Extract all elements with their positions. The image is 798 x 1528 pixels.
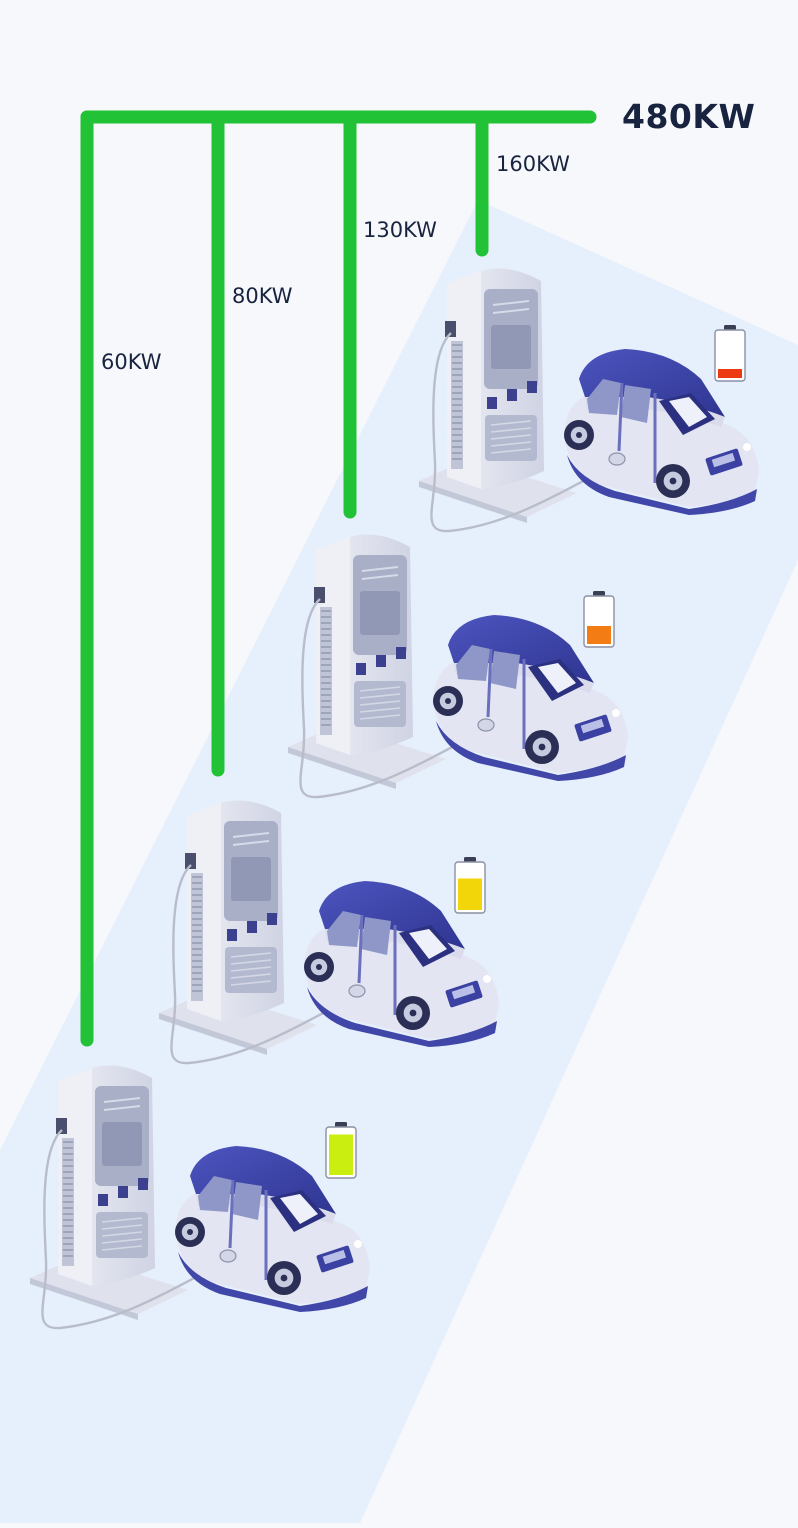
total-power-label: 480KW <box>622 97 756 136</box>
battery-icon <box>714 325 746 382</box>
branch-label-80kw: 80KW <box>232 284 293 308</box>
battery-icon <box>325 1122 357 1179</box>
battery-fill-2 <box>458 878 482 910</box>
electric-car <box>433 615 628 781</box>
charger <box>288 534 491 799</box>
charger <box>419 268 622 533</box>
electric-car <box>304 881 499 1047</box>
branch-label-160kw: 160KW <box>496 152 570 176</box>
battery-fill-3 <box>587 626 611 644</box>
station-3 <box>288 534 628 799</box>
station-4 <box>419 268 759 533</box>
branch-label-130kw: 130KW <box>363 218 437 242</box>
charger <box>159 800 362 1065</box>
battery-icon <box>454 857 486 914</box>
station-1 <box>30 1065 370 1330</box>
electric-car <box>175 1146 370 1312</box>
charging-stations <box>30 268 759 1330</box>
charger <box>30 1065 233 1330</box>
branch-label-60kw: 60KW <box>101 350 162 374</box>
battery-icon <box>583 591 615 648</box>
battery-fill-4 <box>718 369 742 378</box>
power-lines <box>80 110 597 1047</box>
electric-car <box>564 349 759 515</box>
battery-fill-1 <box>329 1134 353 1175</box>
station-2 <box>159 800 499 1065</box>
